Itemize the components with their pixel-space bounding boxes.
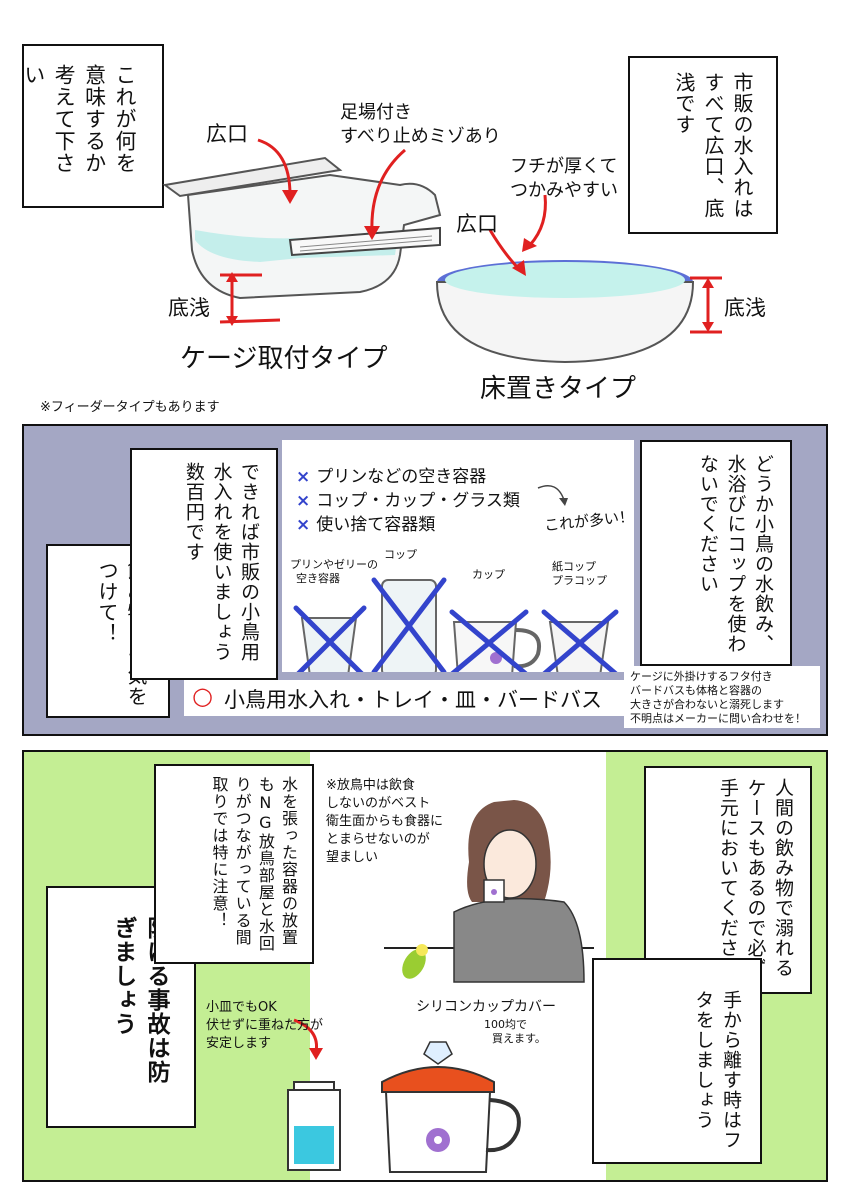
question-box: これが何を意味するか考えて下さい — [22, 44, 164, 208]
human-drinks-box: 人間の飲み物で溺れるケースもあるので必ず手元においてください — [644, 766, 812, 994]
water-container-box: 水を張った容器の放置もNG放鳥部屋と水回りがつながっている間取りでは特に注意！ — [154, 764, 314, 964]
label-mug: カップ — [472, 568, 505, 581]
feeder-note: ※フィーダータイプもあります — [40, 400, 220, 415]
commercial-note-text: 市販の水入れはすべて広口、底浅です — [672, 72, 754, 219]
thick-rim-label-line2: つかみやすい — [510, 180, 618, 201]
wide-mouth-label-right: 広口 — [456, 212, 498, 236]
ng-item-1: ×プリンなどの空き容器 — [296, 467, 487, 487]
ng-mark: × — [296, 491, 311, 511]
please-box: どうか小鳥の水飲み、水浴びにコップを使わないでください — [640, 440, 792, 666]
dish-note-line2: 伏せずに重ねた方が — [206, 1018, 324, 1033]
floor-type-label: 床置きタイプ — [480, 374, 637, 404]
lid-text: 手から離す時はフタをしましょう — [692, 990, 742, 1150]
ng-mark: × — [296, 467, 311, 487]
recommend-box: できれば市販の小鳥用水入れを使いましょう数百円です — [130, 448, 278, 680]
dish-note-line3: 安定します — [206, 1036, 272, 1051]
label-cup: コップ — [384, 548, 417, 561]
bath-note-line1: ケージに外掛けするフタ付き — [630, 670, 773, 683]
eating-note-line3: 衛生面からも食器に — [326, 814, 444, 829]
label-paper-line1: 紙コップ — [552, 560, 596, 573]
label-pudding-line2: 空き容器 — [296, 572, 340, 585]
panel-prevention: 防げる事故は防ぎましょう 水を張った容器の放置もNG放鳥部屋と水回りがつながって… — [22, 750, 828, 1182]
recommend-text: できれば市販の小鳥用水入れを使いましょう数百円です — [182, 462, 260, 662]
bath-note-line4: 不明点はメーカーに問い合わせを！ — [630, 712, 806, 725]
ok-line: ○ 小鳥用水入れ・トレイ・皿・バードバス — [184, 680, 632, 716]
dish-note-line1: 小皿でもOK — [206, 1000, 277, 1015]
hundred-yen-line1: 100均で — [484, 1018, 527, 1031]
water-container-text: 水を張った容器の放置もNG放鳥部屋と水回りがつながっている間取りでは特に注意！ — [209, 776, 298, 952]
shallow-label-right: 底浅 — [724, 296, 766, 320]
ng-mark: × — [296, 515, 311, 535]
human-drinks-text: 人間の飲み物で溺れるケースもあるので必ず手元においてください — [716, 778, 794, 978]
silicone-label: シリコンカップカバー — [416, 999, 556, 1015]
ng-item-3: ×使い捨て容器類 — [296, 515, 436, 535]
eating-note-line5: 望ましい — [326, 850, 379, 865]
please-text: どうか小鳥の水飲み、水浴びにコップを使わないでください — [696, 454, 774, 654]
bath-note: ケージに外掛けするフタ付き バードバスも体格と容器の 大きさが合わないと溺死しま… — [624, 666, 820, 728]
ng-item-2: ×コップ・カップ・グラス類 — [296, 491, 520, 511]
bath-note-line2: バードバスも体格と容器の — [630, 684, 762, 697]
thick-rim-label-line1: フチが厚くて — [510, 156, 618, 177]
bath-note-line3: 大きさが合わないと溺死します — [630, 698, 784, 711]
foothold-label-line2: すべり止めミゾあり — [340, 126, 501, 147]
ok-items: 小鳥用水入れ・トレイ・皿・バードバス — [224, 688, 602, 712]
wide-mouth-label-left: 広口 — [206, 122, 248, 146]
hundred-yen-line2: 買えます。 — [492, 1032, 546, 1045]
label-paper-line2: プラコップ — [552, 574, 607, 587]
shallow-label-left: 底浅 — [168, 296, 210, 320]
cups-area: ×プリンなどの空き容器 ×コップ・カップ・グラス類 ×使い捨て容器類 これが多い… — [282, 440, 635, 672]
lid-box: 手から離す時はフタをしましょう — [592, 958, 762, 1164]
question-text: これが何を意味するか考えて下さい — [21, 64, 137, 174]
eating-note-line4: とまらせないのが — [326, 832, 430, 847]
panel-cups: 飲み物にも気をつけて！ できれば市販の小鳥用水入れを使いましょう数百円です ×プ… — [22, 424, 828, 736]
eating-note-line1: ※放鳥中は飲食 — [326, 778, 415, 793]
eating-note-line2: しないのがベスト — [326, 796, 431, 811]
woman-drinking-illustration — [287, 800, 594, 1173]
ok-mark: ○ — [192, 682, 213, 710]
water-dish-illustration — [162, 138, 722, 364]
label-pudding-line1: プリンやゼリーの — [290, 558, 378, 571]
cage-type-label: ケージ取付タイプ — [180, 344, 388, 374]
foothold-label-line1: 足場付き — [340, 102, 412, 123]
commercial-note-box: 市販の水入れはすべて広口、底浅です — [628, 56, 778, 234]
cups-crossed-illustration — [293, 485, 619, 672]
